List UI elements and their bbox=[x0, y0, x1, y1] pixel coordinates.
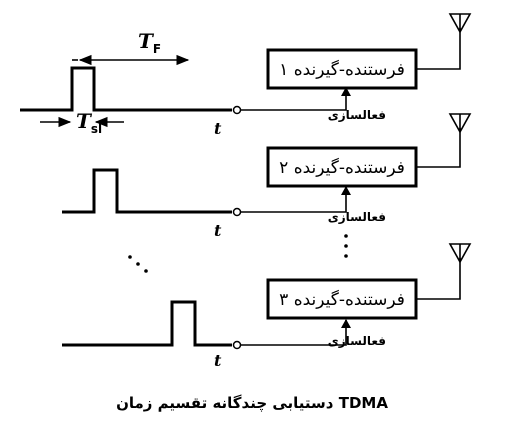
transceiver-label-1: فرستنده-گیرنده ۱ bbox=[279, 59, 405, 80]
pulse-3-waveform bbox=[62, 300, 232, 347]
activation-wire-2 bbox=[241, 187, 347, 213]
time-axis-label-1: t bbox=[214, 119, 222, 138]
antenna-feed-1 bbox=[416, 28, 461, 70]
transceiver-label-3: فرستنده-گیرنده ۳ bbox=[279, 289, 405, 310]
activate-label-3: فعالسازی bbox=[328, 334, 386, 348]
frame-period-annotation: TF bbox=[72, 29, 190, 66]
row-2: t فعالسازی فرستنده-گیرنده ۲ bbox=[62, 113, 472, 240]
time-axis-label-2: t bbox=[214, 221, 222, 240]
slot-duration-symbol: Tsl bbox=[76, 109, 102, 136]
antenna-feed-2 bbox=[416, 128, 461, 168]
pulse-1-waveform bbox=[20, 66, 232, 112]
transceiver-box-2 bbox=[266, 146, 418, 188]
figure-caption: TDMA دستیابی چندگانه تقسیم زمان bbox=[116, 394, 388, 413]
antenna-3-icon bbox=[448, 243, 472, 264]
frame-period-symbol: TF bbox=[138, 29, 161, 56]
transceiver-label-2: فرستنده-گیرنده ۲ bbox=[279, 157, 405, 178]
antenna-feed-3 bbox=[416, 258, 461, 300]
antenna-2-icon bbox=[448, 113, 472, 134]
row-1: Tsl t فعالسازی فرستنده-گیرنده ۱ bbox=[20, 13, 472, 138]
switch-node-2 bbox=[232, 207, 242, 217]
pulse-2-waveform bbox=[62, 168, 232, 214]
transceiver-box-1 bbox=[266, 48, 418, 90]
switch-node-1 bbox=[232, 105, 242, 115]
transceiver-box-3 bbox=[266, 278, 418, 320]
activation-wire-1 bbox=[241, 88, 347, 111]
ellipsis-dots bbox=[128, 234, 348, 273]
switch-node-3 bbox=[232, 340, 242, 350]
activate-label-1: فعالسازی bbox=[328, 108, 386, 122]
activate-label-2: فعالسازی bbox=[328, 210, 386, 224]
antenna-1-icon bbox=[448, 13, 472, 34]
time-axis-label-3: t bbox=[214, 351, 222, 370]
row-3: t فعالسازی فرستنده-گیرنده ۳ bbox=[62, 243, 472, 370]
activation-wire-3 bbox=[241, 320, 347, 346]
